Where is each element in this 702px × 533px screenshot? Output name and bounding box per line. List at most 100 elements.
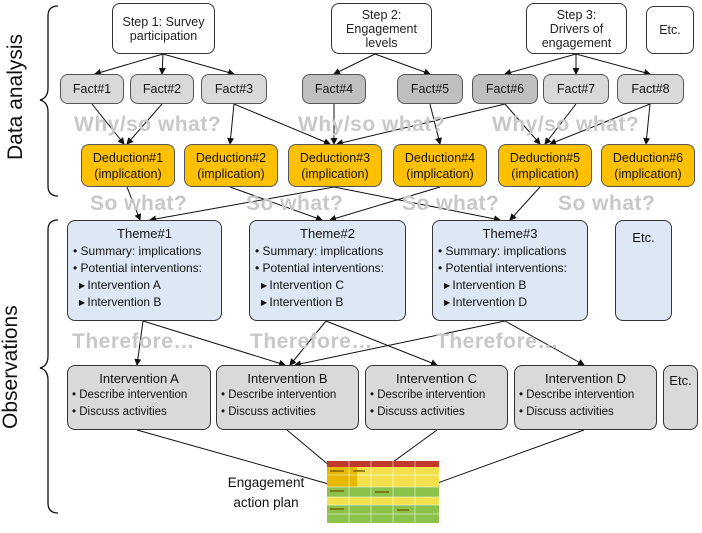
connector-theme1-intA xyxy=(134,320,144,366)
therefore-label-3: Therefore… xyxy=(436,330,559,353)
intervention-d-title: Intervention D xyxy=(545,371,626,386)
connector-ded5-theme3 xyxy=(509,186,541,221)
intervention-a-line-1: Describe intervention xyxy=(72,387,206,404)
connector-theme3-intD xyxy=(504,320,585,366)
intervention-etc-label: Etc. xyxy=(669,373,692,388)
step-1-text: Step 1: Survey participation xyxy=(122,14,205,43)
theme-1-potential: Potential interventions: xyxy=(73,260,216,277)
connector-ded3-theme3 xyxy=(333,186,501,223)
fact-5-label: Fact#5 xyxy=(410,82,450,96)
deduction-1-sub: (implication) xyxy=(94,166,162,181)
step-1-box: Step 1: Survey participation xyxy=(112,3,215,54)
deduction-6-sub: (implication) xyxy=(614,166,682,181)
deduction-4-title: Deduction#4 xyxy=(404,150,476,165)
theme-etc: Etc. xyxy=(615,220,672,321)
step-etc-box: Etc. xyxy=(646,6,694,54)
fact-8: Fact#8 xyxy=(617,74,684,104)
theme-3: Theme#3 Summary: implications Potential … xyxy=(432,220,588,321)
connector-step3-fact6 xyxy=(504,53,577,76)
intervention-a: Intervention A Describe intervention Dis… xyxy=(67,365,211,430)
fact-3: Fact#3 xyxy=(201,74,267,104)
theme-1-item-2: Intervention B xyxy=(73,294,216,311)
theme-1-item-1: Intervention A xyxy=(73,277,216,294)
intervention-d-line-2: Discuss activities xyxy=(519,404,652,421)
brace-data-analysis xyxy=(39,5,59,197)
connector-step2-fact5 xyxy=(374,53,431,76)
connector-ded1-theme1 xyxy=(126,186,142,221)
connector-fact2-ded1 xyxy=(126,103,163,145)
deduction-2-sub: (implication) xyxy=(197,166,265,181)
therefore-label-1: Therefore… xyxy=(72,330,195,353)
deduction-3: Deduction#3 (implication) xyxy=(288,144,382,187)
connector-fact5-ded4 xyxy=(429,103,442,145)
connector-theme3-intB xyxy=(294,320,506,368)
connector-fact8-ded6 xyxy=(643,103,651,145)
fact-5: Fact#5 xyxy=(397,74,463,104)
theme-2-potential: Potential interventions: xyxy=(255,260,400,277)
theme-3-item-2: Intervention D xyxy=(438,294,582,311)
connector-ded3-theme1 xyxy=(149,186,335,223)
deduction-2-title: Deduction#2 xyxy=(195,150,267,165)
brace-observations xyxy=(39,219,59,514)
deduction-6-title: Deduction#6 xyxy=(612,150,684,165)
fact-7: Fact#7 xyxy=(543,74,609,104)
deduction-3-title: Deduction#3 xyxy=(299,150,371,165)
connector-step2-fact4 xyxy=(333,53,376,75)
deduction-5-sub: (implication) xyxy=(511,166,579,181)
connector-ded4-theme2 xyxy=(329,186,441,222)
fact-6-label: Fact#6 xyxy=(485,82,525,96)
fact-2-label: Fact#2 xyxy=(142,82,182,96)
deduction-5-title: Deduction#5 xyxy=(509,150,581,165)
intervention-c-line-1: Describe intervention xyxy=(370,387,503,404)
intervention-c: Intervention C Describe intervention Dis… xyxy=(365,365,508,430)
intervention-c-line-2: Discuss activities xyxy=(370,404,503,421)
fact-8-label: Fact#8 xyxy=(631,82,670,96)
action-plan-thumbnail xyxy=(327,461,439,523)
connector-fact6-ded3 xyxy=(336,103,506,147)
connector-theme1-intB xyxy=(142,320,286,367)
step-3-box: Step 3: Drivers of engagement xyxy=(526,3,627,54)
theme-2-summary: Summary: implications xyxy=(255,243,400,260)
connector-step1-fact3 xyxy=(162,53,235,76)
therefore-label-2: Therefore… xyxy=(250,330,373,353)
intervention-b-line-1: Describe intervention xyxy=(221,387,354,404)
theme-2-title: Theme#2 xyxy=(300,226,355,241)
connector-fact7-ded5 xyxy=(544,103,577,145)
theme-3-title: Theme#3 xyxy=(482,226,538,241)
theme-etc-label: Etc. xyxy=(632,230,655,245)
theme-3-potential: Potential interventions: xyxy=(438,260,582,277)
fact-4-label: Fact#4 xyxy=(314,82,354,96)
theme-3-summary: Summary: implications xyxy=(438,243,582,260)
intervention-d: Intervention D Describe intervention Dis… xyxy=(514,365,657,430)
intervention-a-title: Intervention A xyxy=(99,371,179,386)
connector-fact3-ded3 xyxy=(233,103,331,145)
deduction-4: Deduction#4 (implication) xyxy=(393,144,487,187)
step-2-box: Step 2: Engagement levels xyxy=(331,3,432,54)
deduction-2: Deduction#2 (implication) xyxy=(184,144,278,187)
fact-2: Fact#2 xyxy=(130,74,194,104)
theme-3-item-1: Intervention B xyxy=(438,277,582,294)
connector-step1-fact1 xyxy=(94,53,164,76)
why-label-2: Why/so what? xyxy=(298,113,446,136)
deduction-5: Deduction#5 (implication) xyxy=(498,144,592,187)
fact-1-label: Fact#1 xyxy=(72,82,112,96)
side-label-observations: Observations xyxy=(0,305,22,429)
connector-step1-fact2 xyxy=(158,53,166,75)
deduction-3-sub: (implication) xyxy=(301,166,369,181)
intervention-etc: Etc. xyxy=(663,365,698,430)
fact-7-label: Fact#7 xyxy=(556,82,596,96)
step-3-text: Step 3: Drivers of engagement xyxy=(541,7,612,50)
deduction-4-sub: (implication) xyxy=(406,166,474,181)
connector-step3-fact8 xyxy=(575,53,651,76)
intervention-b: Intervention B Describe intervention Dis… xyxy=(216,365,359,430)
fact-4: Fact#4 xyxy=(302,74,366,104)
fact-1: Fact#1 xyxy=(60,74,124,104)
deduction-1-title: Deduction#1 xyxy=(92,150,164,165)
intervention-b-line-2: Discuss activities xyxy=(221,404,354,421)
connector-fact3-ded2 xyxy=(227,103,235,145)
so-what-label-4: So what? xyxy=(558,192,656,215)
theme-1: Theme#1 Summary: implications Potential … xyxy=(67,220,222,321)
connector-ded2-theme2 xyxy=(229,186,323,222)
connector-theme2-intC xyxy=(325,320,438,367)
